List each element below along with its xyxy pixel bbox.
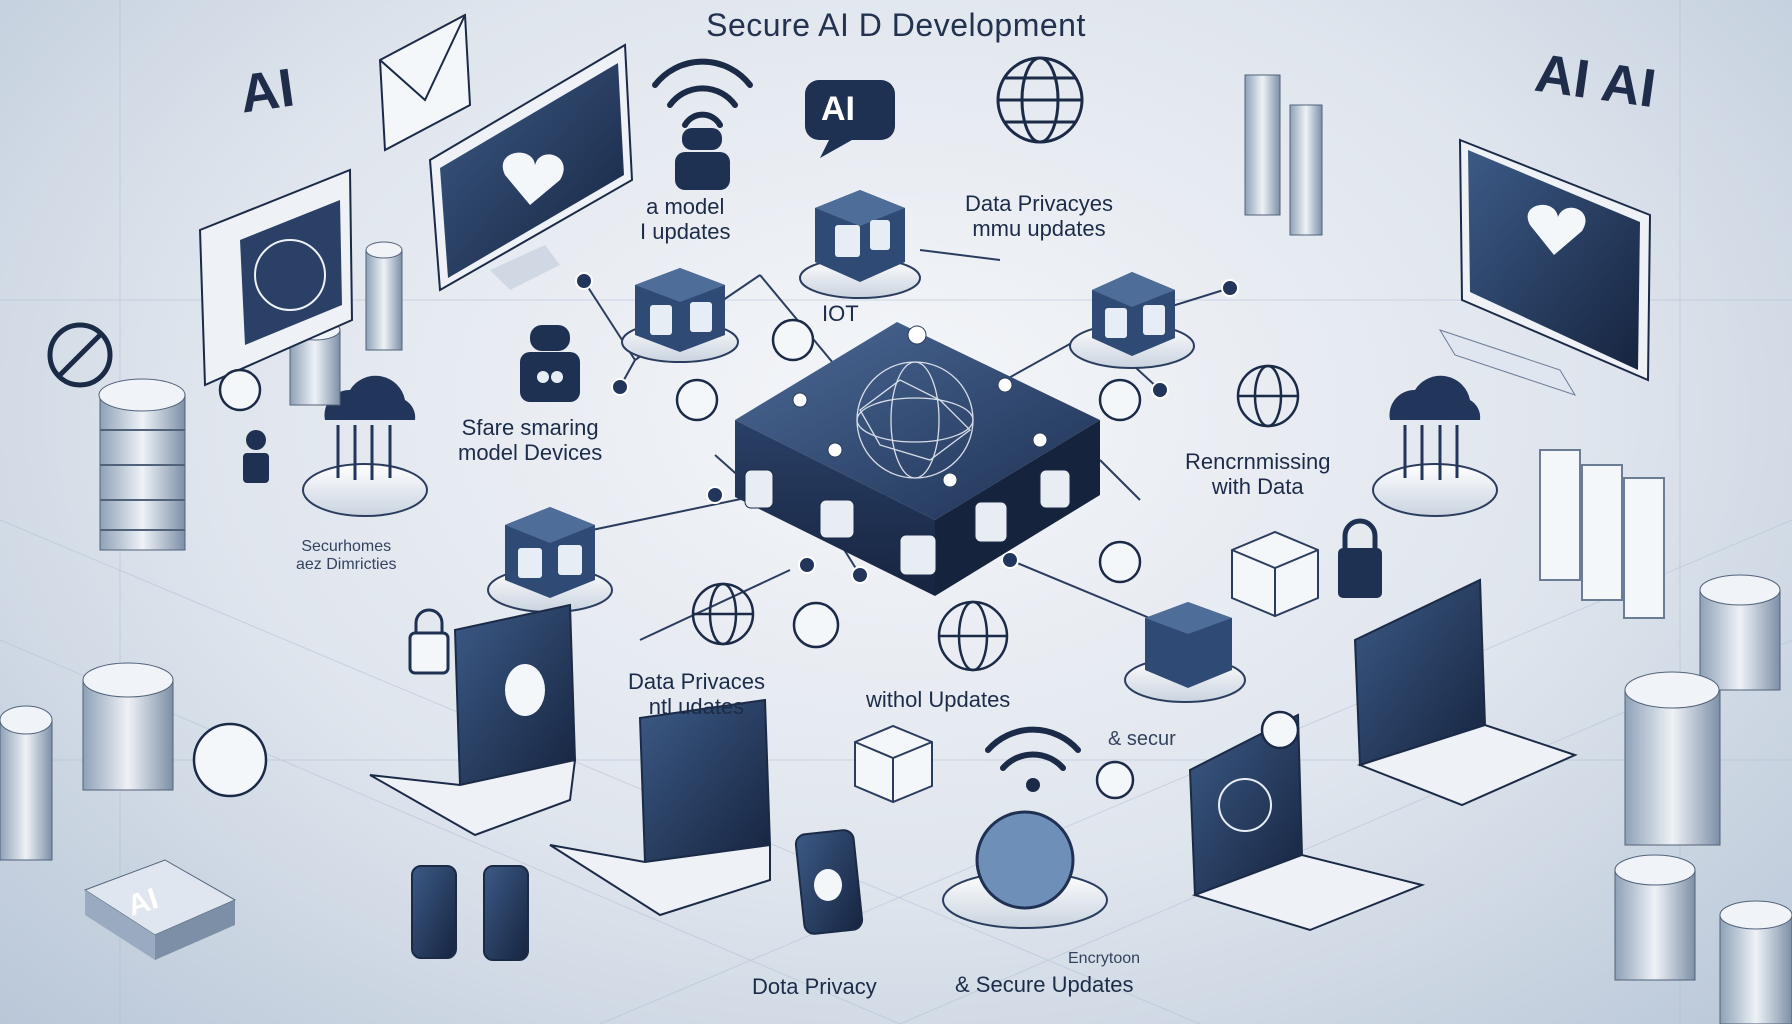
label-reprocessing: Rencrnmissing with Data xyxy=(1185,449,1331,499)
label-line: Sfare smaring xyxy=(461,415,599,440)
lock-icon xyxy=(1338,518,1382,598)
label-secur: & secur xyxy=(1108,728,1176,750)
label-encryption: Encrytoon xyxy=(1068,950,1141,967)
outline-cube-right xyxy=(1231,530,1319,618)
globe-icon xyxy=(937,600,1009,672)
diagram-title: Secure AI D Development xyxy=(706,7,1086,43)
label-line: Rencrnmissing xyxy=(1185,449,1331,474)
cube-node-right xyxy=(1124,602,1246,703)
laptop-center xyxy=(549,698,772,917)
label-line: aez Dimricties xyxy=(296,555,397,573)
database-stack-left-low xyxy=(82,662,174,791)
label-line: model Devices xyxy=(458,439,603,465)
phones-bottom-left xyxy=(411,865,529,961)
label-data-privacy-mid: Data Privaces ntl udates xyxy=(628,669,765,719)
ai-tile xyxy=(83,859,237,960)
label-line: with Data xyxy=(1211,473,1304,499)
warning-sign-icon xyxy=(47,322,113,388)
cube-node-top-center xyxy=(799,190,921,299)
label-line: a model xyxy=(646,194,725,219)
server-panels-right xyxy=(1539,449,1665,619)
tower-servers xyxy=(1244,74,1323,236)
outline-cube-bottom xyxy=(854,724,933,804)
database-stack-right xyxy=(1699,574,1781,691)
status-icons xyxy=(192,318,1300,800)
wifi-icon xyxy=(652,58,753,128)
monitor-top-right xyxy=(1438,138,1652,396)
label-model-updates: a model I updates xyxy=(640,194,731,244)
neural-globe-icon xyxy=(856,361,974,479)
lock-icon xyxy=(408,608,450,675)
label-iot: IOT xyxy=(822,301,859,326)
globe-icon xyxy=(1236,364,1300,428)
cloud-sync-left xyxy=(302,375,428,517)
globe-icon xyxy=(691,582,755,646)
label-line: Data Privaces xyxy=(628,669,765,694)
laptop-right xyxy=(1188,713,1426,932)
robot-icon xyxy=(520,325,580,402)
label-share-model: Sfare smaring model Devices xyxy=(458,415,603,465)
cube-node-upper-left xyxy=(621,268,739,363)
label-data-privacy-bottom: Dota Privacy xyxy=(752,974,877,999)
robot-icon xyxy=(675,128,730,190)
label-secure-updates: & Secure Updates xyxy=(955,972,1134,997)
ai-bubble xyxy=(805,80,895,158)
cloud-sync-right xyxy=(1372,375,1498,517)
label-secure-districts: Securhomes aez Dimricties xyxy=(296,538,396,574)
label-data-privacy-top: Data Privacyes mmu updates xyxy=(965,191,1113,241)
globe-icon xyxy=(996,56,1084,144)
wifi-icon xyxy=(985,726,1081,792)
database-stack-left xyxy=(98,378,186,551)
label-line: ntl udates xyxy=(648,693,745,719)
label-line: I updates xyxy=(640,218,731,244)
label-line: mmu updates xyxy=(972,215,1106,241)
laptop-left xyxy=(369,603,577,837)
ai-bubble-text: AI xyxy=(821,90,855,128)
central-ai-platform xyxy=(735,322,1100,596)
sphere-node xyxy=(942,810,1108,929)
user-icon xyxy=(243,430,269,483)
ai-badge-top-left: AI xyxy=(236,57,298,125)
database-stack-far-left xyxy=(0,705,53,861)
smartphone-center xyxy=(794,829,864,935)
label-withol-updates: withol Updates xyxy=(866,687,1011,712)
laptop-far-right xyxy=(1353,578,1578,807)
cube-node-upper-right xyxy=(1069,272,1195,369)
label-line: Securhomes xyxy=(301,538,392,555)
database-stack-right-mid xyxy=(1624,671,1721,846)
monitor-top-left xyxy=(428,43,634,292)
image-panel-left xyxy=(198,168,354,387)
label-line: Data Privacyes xyxy=(965,191,1113,216)
database-stack-right-low xyxy=(1614,854,1792,1024)
cube-node-left xyxy=(487,507,613,613)
envelope-icon xyxy=(378,13,472,152)
